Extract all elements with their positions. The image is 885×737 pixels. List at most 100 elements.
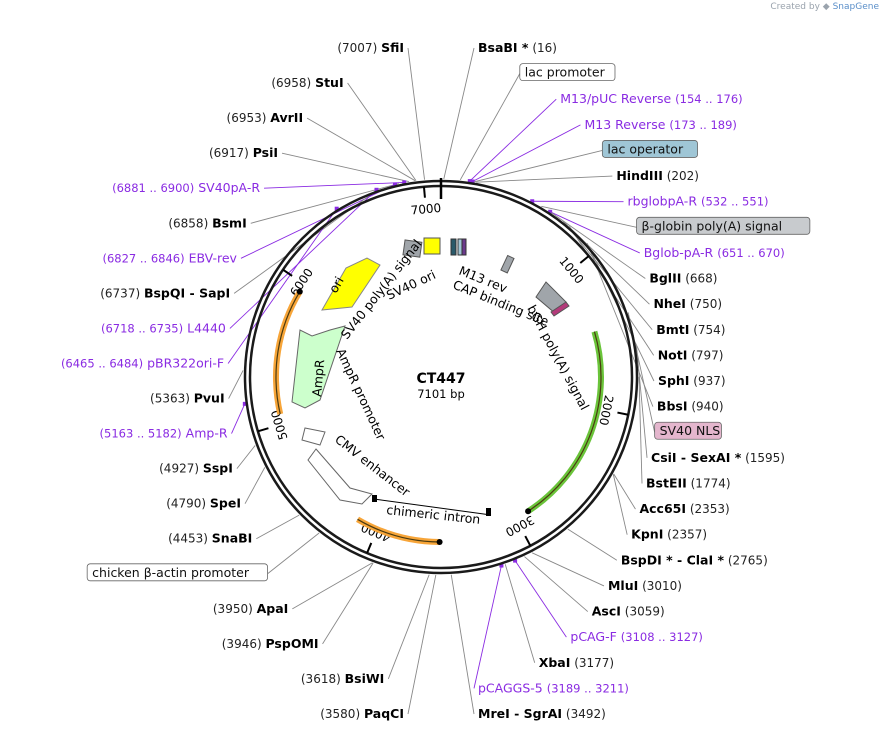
ori-feature <box>321 257 381 311</box>
label-bgh-polya: bGH poly(A) signal <box>524 302 592 412</box>
site-leader <box>250 183 399 224</box>
primer-name: M13 Reverse <box>584 117 665 132</box>
site-label: BstEII (1774) <box>646 475 731 490</box>
small-grey-feature <box>500 254 515 274</box>
site-position: (940) <box>691 400 723 414</box>
primer-label: rbglobpA-R (532 .. 551) <box>628 194 769 209</box>
site-label: Acc65I (2353) <box>639 501 729 516</box>
feature-box-label: lac promoter <box>525 65 606 80</box>
site-name: Acc65I <box>639 501 686 516</box>
site-position: (6858) <box>168 216 208 230</box>
site-label: (4927) SspI <box>159 461 233 476</box>
site-name: XbaI <box>539 655 571 670</box>
site-position: (668) <box>685 272 717 286</box>
site-label: (5363) PvuI <box>150 391 225 406</box>
primer-mark <box>334 206 339 211</box>
box-leader <box>474 150 603 183</box>
site-name: PspOMI <box>265 636 318 651</box>
site-name: AscI <box>592 604 621 619</box>
site-separator: - <box>510 706 524 721</box>
site-position: (7007) <box>337 41 377 55</box>
site-position: (937) <box>693 374 725 388</box>
primer-mark <box>467 179 472 184</box>
site-name: BsaBI * <box>478 40 529 55</box>
site-label: (3580) PaqCI <box>320 706 404 721</box>
site-label: (6958) StuI <box>271 75 343 90</box>
label-ori: ori <box>326 274 347 296</box>
feature-box-label: lac operator <box>607 141 684 156</box>
site-leader <box>281 152 410 183</box>
inner-features <box>291 237 570 516</box>
site-name: BsiWI <box>345 671 385 686</box>
primer-leader <box>473 565 502 689</box>
site-name: AvrII <box>270 110 303 125</box>
site-leader <box>322 562 374 645</box>
tick-label-1000: 1000 <box>556 254 586 287</box>
site-position: (3177) <box>574 656 614 670</box>
site-leader <box>612 474 628 535</box>
primer-name: SV40pA-R <box>198 180 260 195</box>
site-leader <box>636 345 648 458</box>
primer-leader <box>229 189 377 329</box>
ampr-feature <box>291 325 346 409</box>
site-leader <box>347 82 417 181</box>
feature-box-label: SV40 NLS <box>660 423 721 438</box>
site-leader <box>504 564 536 663</box>
credit-brand: SnapGene <box>832 2 879 12</box>
ampr-promoter-feature <box>301 427 326 446</box>
site-leader <box>524 556 589 612</box>
feature-box-label: chicken β-actin promoter <box>92 565 250 580</box>
feature-arrow-1 <box>436 538 443 545</box>
tick-5000 <box>257 427 269 433</box>
primer-mark <box>513 558 518 563</box>
primer-leader <box>231 403 246 434</box>
site-label: HindIII (202) <box>616 168 699 183</box>
site-position: (1595) <box>745 451 785 465</box>
site-separator: - <box>185 285 199 300</box>
feature-box-label: β-globin poly(A) signal <box>642 218 783 233</box>
site-position: (3580) <box>320 707 360 721</box>
site-label: (6953) AvrII <box>227 110 304 125</box>
feature-box <box>519 63 616 82</box>
primer-mark <box>402 180 407 185</box>
site-label: (4453) SnaBI <box>168 531 252 546</box>
site-position: (3059) <box>625 605 665 619</box>
chimeric-intron-line <box>373 498 492 516</box>
site-label: SphI (937) <box>658 373 726 388</box>
tick-4000 <box>366 542 373 554</box>
site-leader <box>292 562 373 610</box>
primer-range: (154 .. 176) <box>675 92 743 106</box>
primer-mark <box>242 401 247 406</box>
site-name: ClaI * <box>687 552 725 567</box>
feature-box <box>636 216 811 235</box>
primer-range: (532 .. 551) <box>701 195 769 209</box>
site-position: (4927) <box>159 462 199 476</box>
primer-mark <box>548 209 553 214</box>
primer-range: (3108 .. 3127) <box>621 630 703 644</box>
feature-box <box>86 563 268 582</box>
tick-label-3000: 3000 <box>503 513 537 540</box>
primer-leader <box>469 98 557 182</box>
site-leader <box>407 47 425 180</box>
site-name: BspQI <box>144 285 185 300</box>
site-label: NheI (750) <box>653 296 722 311</box>
primer-label: Bglob-pA-R (651 .. 670) <box>644 245 785 260</box>
site-label: (6917) PsiI <box>209 145 278 160</box>
primer-leader <box>240 184 396 259</box>
site-name: MluI <box>608 578 638 593</box>
cmv-enhancer-feature <box>307 448 373 505</box>
site-separator: - <box>673 552 687 567</box>
feature-arrow-0 <box>525 508 532 515</box>
site-position: (202) <box>667 169 699 183</box>
site-position: (3618) <box>301 672 341 686</box>
site-position: (3950) <box>213 602 253 616</box>
credit-prefix: Created by <box>770 2 820 12</box>
site-label: (6737) BspQI - SapI <box>100 285 230 300</box>
primer-name: M13/pUC Reverse <box>560 91 671 106</box>
primer-name: L4440 <box>187 320 226 335</box>
feature-arc-core-2 <box>275 291 301 415</box>
site-name: KpnI <box>631 527 663 542</box>
primer-leader <box>227 208 338 364</box>
site-leader <box>551 212 646 279</box>
site-leader <box>228 370 244 399</box>
